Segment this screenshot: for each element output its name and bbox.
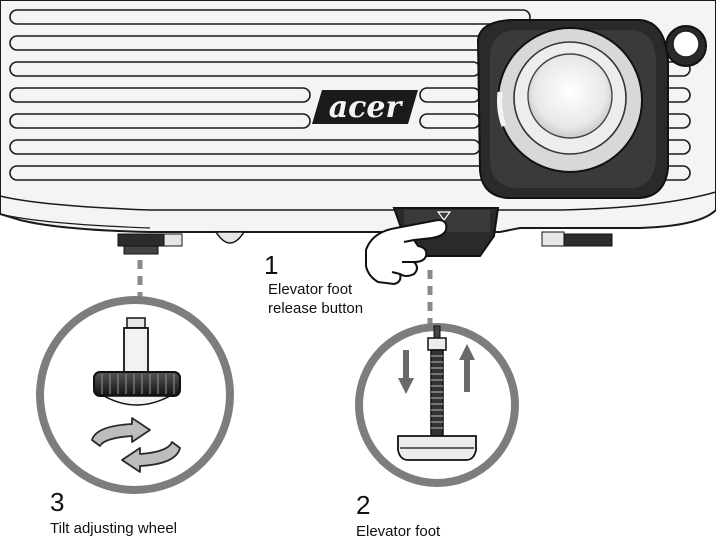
callout-1-label-line2: release button [268,300,364,317]
callout-3-label: Tilt adjusting wheel [50,520,178,537]
callout-1-label-line1: Elevator foot [268,281,353,298]
hand-pointer-icon [365,219,448,285]
tilt-wheel-foot [117,233,183,255]
callout-1-number: 1 [264,250,279,280]
down-triangle-icon [436,211,452,221]
lens-assembly [476,19,669,199]
arrow-up-icon [459,344,475,392]
rear-dome [214,231,246,244]
brand-logo: acer [312,90,418,125]
leader-lines [137,260,433,328]
svg-text:acer: acer [329,90,404,125]
tilt-wheel-detail [36,296,234,494]
callout-2-number: 2 [356,490,371,520]
elevator-foot-detail [355,323,519,487]
power-button [665,25,707,67]
rotate-arrows-icon [91,417,181,473]
callout-2-label: Elevator foot [356,523,441,540]
arrow-down-icon [398,350,414,394]
right-foot [541,231,613,247]
callout-3-number: 3 [50,487,65,517]
